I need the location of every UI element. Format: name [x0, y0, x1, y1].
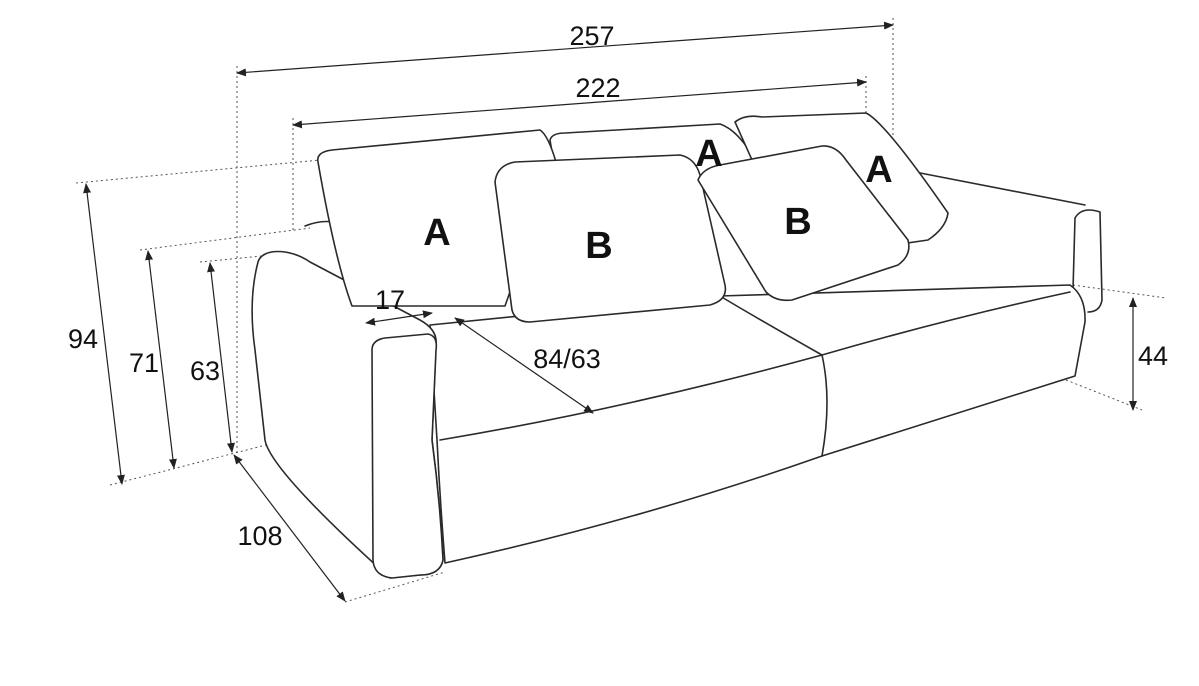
cushion-label-b-left: B [585, 225, 612, 267]
dim-total-height: 94 [68, 324, 98, 354]
dim-back-height: 71 [129, 348, 159, 378]
dim-arm-height: 63 [190, 356, 220, 386]
cushion-b-right [697, 145, 910, 302]
dim-inner-width: 222 [575, 73, 620, 103]
dim-seat-depth: 84/63 [533, 344, 601, 374]
cushions [316, 112, 949, 323]
cushion-label-a-middle: A [695, 133, 722, 175]
dimension-lines [83, 21, 1137, 602]
cushion-label-a-right: A [865, 149, 892, 191]
dim-total-depth: 108 [237, 521, 282, 551]
cushion-label-b-right: B [784, 201, 811, 243]
dim-total-width: 257 [569, 21, 614, 51]
cushion-label-a-left: A [423, 212, 450, 254]
dim-arm-width: 17 [375, 285, 405, 315]
dim-seat-height: 44 [1138, 341, 1168, 371]
